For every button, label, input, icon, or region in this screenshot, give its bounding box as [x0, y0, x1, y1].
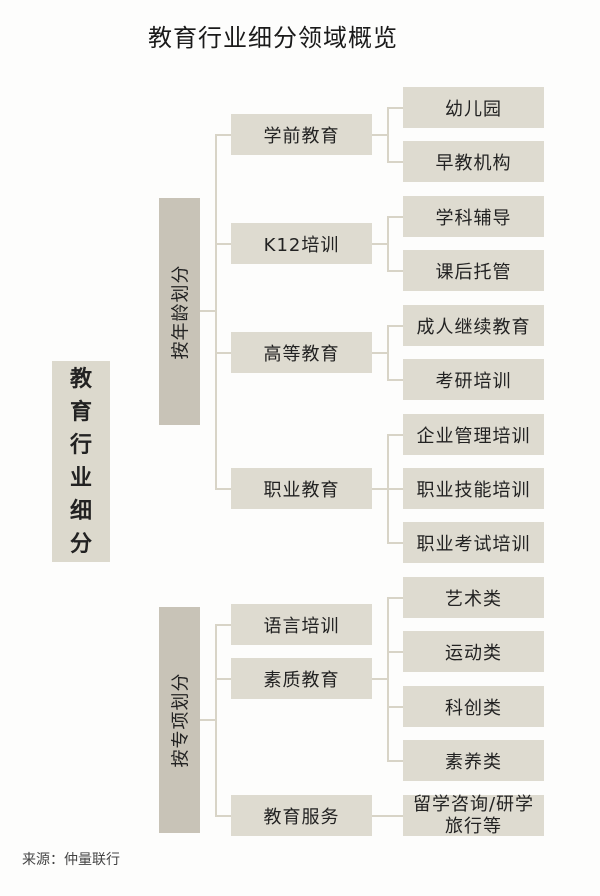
connector — [387, 706, 403, 708]
root-node: 教 育 行 业 细 分 — [52, 361, 110, 562]
connector — [215, 488, 231, 490]
connector — [387, 216, 403, 218]
connector — [215, 624, 217, 816]
category-node: K12培训 — [231, 223, 372, 264]
subcategory-node: 职业考试培训 — [403, 522, 544, 563]
category-node: 语言培训 — [231, 604, 372, 645]
category-node: 学前教育 — [231, 114, 372, 155]
connector — [387, 379, 403, 381]
connector — [215, 352, 231, 354]
subcategory-node: 运动类 — [403, 631, 544, 672]
subcategory-node: 考研培训 — [403, 359, 544, 400]
connector — [387, 488, 403, 490]
connector — [372, 243, 388, 245]
root-char: 细 — [69, 498, 92, 524]
group-node-by-specialty: 按专项划分 — [159, 607, 200, 833]
source-note: 来源：仲量联行 — [22, 852, 120, 868]
connector — [387, 597, 389, 761]
subcategory-node: 企业管理培训 — [403, 414, 544, 455]
subcategory-node: 早教机构 — [403, 141, 544, 182]
connector — [200, 310, 216, 312]
subcategory-node: 课后托管 — [403, 250, 544, 291]
connector — [372, 134, 388, 136]
connector — [387, 107, 389, 162]
connector — [215, 134, 231, 136]
root-char: 业 — [69, 465, 92, 491]
diagram-title: 教育行业细分领域概览 — [148, 24, 398, 52]
group-label: 按专项划分 — [170, 672, 192, 768]
connector — [387, 651, 403, 653]
category-node: 高等教育 — [231, 332, 372, 373]
connector — [372, 352, 388, 354]
connector — [372, 678, 388, 680]
subcategory-node: 留学咨询/研学旅行等 — [403, 794, 544, 837]
connector — [387, 325, 389, 380]
connector — [372, 488, 388, 490]
connector — [387, 597, 403, 599]
connector — [387, 325, 403, 327]
category-node: 教育服务 — [231, 795, 372, 836]
connector — [215, 815, 231, 817]
connector — [387, 107, 403, 109]
subcategory-node: 职业技能培训 — [403, 468, 544, 509]
group-node-by-age: 按年龄划分 — [159, 198, 200, 425]
root-char: 育 — [69, 399, 92, 425]
connector — [215, 678, 231, 680]
connector — [215, 134, 217, 489]
root-char: 行 — [69, 432, 92, 458]
connector — [387, 270, 403, 272]
connector — [387, 760, 403, 762]
subcategory-node: 学科辅导 — [403, 196, 544, 237]
connector — [387, 542, 403, 544]
group-label: 按年龄划分 — [170, 264, 192, 359]
connector — [215, 243, 231, 245]
subcategory-node: 科创类 — [403, 686, 544, 727]
subcategory-node: 艺术类 — [403, 577, 544, 618]
connector — [387, 161, 403, 163]
connector — [200, 719, 216, 721]
connector — [215, 624, 231, 626]
category-node: 素质教育 — [231, 658, 372, 699]
category-node: 职业教育 — [231, 468, 372, 509]
connector — [372, 815, 403, 817]
connector — [387, 216, 389, 271]
subcategory-node: 幼儿园 — [403, 87, 544, 128]
subcategory-node: 素养类 — [403, 740, 544, 781]
root-char: 分 — [69, 531, 92, 557]
connector — [387, 434, 403, 436]
subcategory-node: 成人继续教育 — [403, 305, 544, 346]
root-char: 教 — [69, 366, 92, 392]
